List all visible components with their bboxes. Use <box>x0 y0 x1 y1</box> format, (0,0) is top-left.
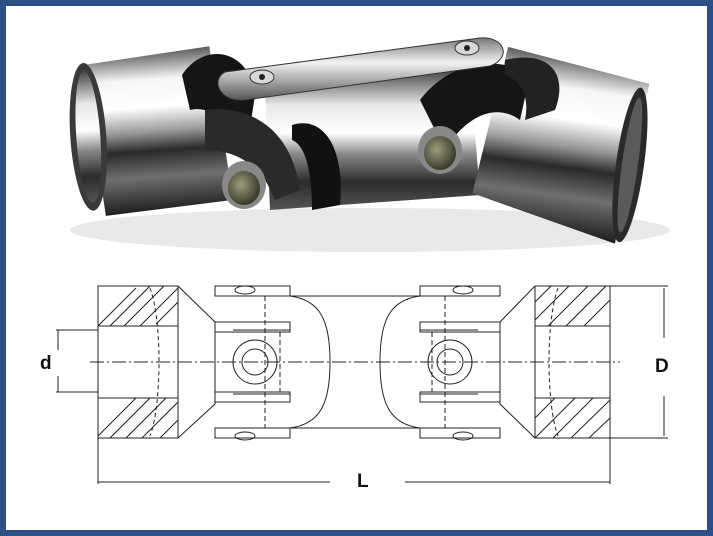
length-label: L <box>357 471 369 492</box>
photo-shadow <box>70 208 670 252</box>
bore-diameter-label: d <box>40 353 52 374</box>
drawing-left-yoke <box>214 285 331 441</box>
dimension-d <box>56 329 98 393</box>
left-cross-pin <box>222 161 266 209</box>
outer-diameter-label: D <box>655 356 669 377</box>
drawing-right-yoke <box>379 285 501 441</box>
top-link-bar <box>217 37 504 101</box>
drawing-center-edges <box>290 295 420 429</box>
drawing-left-hub <box>97 285 216 439</box>
left-yoke <box>182 53 341 210</box>
dimension-D <box>610 285 668 439</box>
dimension-L <box>97 438 611 484</box>
right-cross-pin <box>418 126 462 174</box>
drawing-right-hub <box>499 285 611 439</box>
